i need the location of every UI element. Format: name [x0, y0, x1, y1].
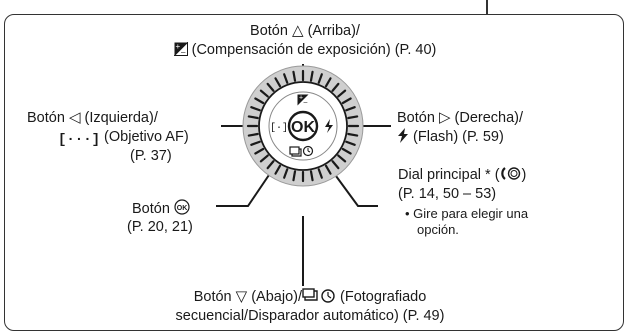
label-ok-page: (P. 20, 21) [127, 219, 193, 235]
dial-tooth [347, 115, 359, 120]
main-dial: + – [·] OK [242, 65, 364, 187]
label-dial: Dial principal * ( ) [398, 166, 526, 184]
self-timer-icon [321, 289, 335, 303]
label-left-page: (P. 37) [130, 148, 172, 164]
dial-drive-icon [289, 145, 314, 157]
dial-tooth [337, 89, 347, 98]
dial-note-line2: opción. [417, 222, 459, 237]
exposure-compensation-icon: + – [173, 42, 188, 57]
dial-tooth [337, 154, 347, 163]
label-dial-page: (P. 14, 50 – 53) [398, 186, 497, 202]
af-target-icon: [···] [58, 132, 101, 148]
label-af-target: [···] (Objetivo AF) [58, 128, 189, 149]
dial-tooth [309, 170, 314, 182]
label-down: Botón ▽ (Abajo)/ (Fotografiado [110, 288, 510, 306]
svg-text:–: – [304, 100, 308, 107]
dial-tooth [266, 82, 275, 92]
triangle-right-icon: ▷ [438, 109, 451, 126]
dial-tooth [292, 170, 297, 182]
dial-tooth [341, 147, 352, 155]
label-down-suffix: (Abajo)/ [251, 289, 302, 305]
label-left-suffix: (Izquierda)/ [84, 110, 158, 126]
label-left: Botón ◁ (Izquierda)/ [27, 109, 158, 127]
sequential-shooting-icon [302, 288, 335, 303]
dial-tooth [331, 82, 340, 92]
dial-exposure-icon: + – [297, 94, 309, 107]
ok-button-icon: OK [174, 199, 190, 215]
label-flash: (Flash) (P. 59) [397, 128, 504, 146]
dial-tooth [324, 164, 332, 175]
dial-tooth [259, 154, 269, 163]
dial-tooth [347, 132, 359, 137]
dial-tooth [345, 140, 356, 146]
svg-text:[·]: [·] [270, 122, 288, 134]
label-right-prefix: Botón [397, 110, 435, 126]
dial-tooth [254, 97, 265, 105]
label-ok-prefix: Botón [132, 201, 170, 217]
ok-button [287, 110, 319, 142]
dial-tooth [341, 97, 352, 105]
dial-tooth [317, 168, 323, 179]
label-down-prefix: Botón [193, 289, 232, 305]
svg-text:+: + [175, 42, 180, 51]
label-right-suffix: (Derecha)/ [454, 110, 524, 126]
label-up: Botón △ (Arriba)/ [150, 22, 460, 40]
diagram-frame [4, 14, 624, 331]
triangle-up-icon: △ [291, 22, 304, 39]
dial-tooth [247, 132, 259, 137]
dial-tooth [250, 106, 261, 112]
label-ok: Botón OK [132, 199, 190, 218]
label-down-end: (Fotografiado [340, 289, 427, 305]
flash-icon [398, 128, 408, 143]
label-right: Botón ▷ (Derecha)/ [397, 109, 523, 127]
label-up-prefix: Botón [250, 23, 288, 39]
label-exposure: + – (Compensación de exposición) (P. 40) [120, 41, 490, 59]
dial-tooth [274, 164, 282, 175]
triangle-left-icon: ◁ [68, 109, 81, 126]
svg-text:OK: OK [177, 205, 188, 212]
label-dial-end: ) [521, 167, 527, 183]
dial-tooth [283, 168, 289, 179]
dial-tooth [254, 147, 265, 155]
dial-flash-icon [325, 119, 333, 133]
svg-text:–: – [181, 48, 186, 57]
label-dial-text: Dial principal * ( [398, 167, 500, 183]
dial-tooth [259, 89, 269, 98]
dial-tooth [309, 70, 314, 82]
frame-tick [486, 0, 488, 15]
dial-af-target-icon: [·] [270, 122, 288, 134]
dial-teeth [246, 69, 360, 183]
dial-tooth [266, 160, 275, 170]
dial-tooth [283, 73, 289, 84]
label-exposure-text: (Compensación de exposición) (P. 40) [191, 42, 437, 58]
label-up-suffix: (Arriba)/ [307, 23, 360, 39]
dial-tooth [247, 115, 259, 120]
dial-tooth [274, 77, 282, 88]
dial-tooth [292, 70, 297, 82]
dial-note-line1: • Gire para elegir una [405, 206, 529, 221]
main-dial-icon [500, 167, 520, 180]
label-flash-text: (Flash) (P. 59) [413, 129, 504, 145]
leader-line-dial [335, 175, 378, 207]
label-left-prefix: Botón [27, 110, 65, 126]
dial-tooth [317, 73, 323, 84]
dial-tooth [324, 77, 332, 88]
dial-tooth [250, 140, 261, 146]
dial-tooth [331, 160, 340, 170]
label-down-line2: secuencial/Disparador automático) (P. 49… [175, 308, 445, 324]
svg-text:+: + [299, 95, 303, 102]
triangle-down-icon: ▽ [235, 288, 248, 305]
ok-button-label: OK [291, 119, 315, 136]
dial-tooth [345, 106, 356, 112]
label-af-target-text: (Objetivo AF) [104, 129, 189, 145]
